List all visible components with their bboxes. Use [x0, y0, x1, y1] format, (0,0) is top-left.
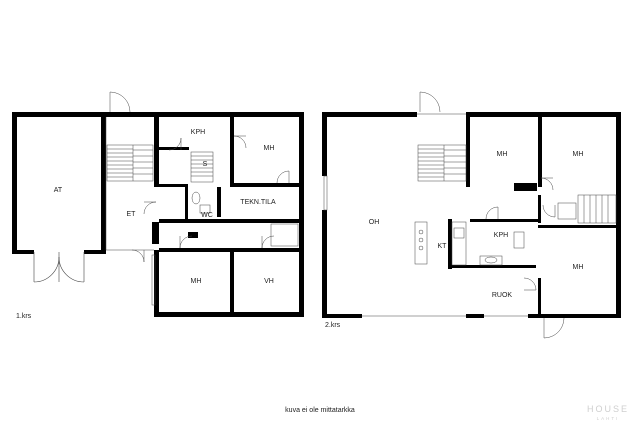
floor-1-title: 1.krs: [16, 313, 32, 320]
room-label-kph: KPH: [494, 232, 508, 239]
floor-1-walls: [106, 112, 304, 317]
floor-1-plan: AT ET KPH S MH WC TEKN.TILA MH VH 1.krs: [12, 91, 304, 320]
logo-sub-text: LAHTI: [597, 416, 620, 421]
room-label-mh-top: MH: [264, 145, 275, 152]
floor-2-details: [323, 91, 617, 339]
room-label-mh-2: MH: [573, 151, 584, 158]
house-logo: HOUSE LAHTI: [587, 404, 629, 421]
room-label-oh: OH: [369, 219, 380, 226]
room-label-vh: VH: [264, 278, 274, 285]
room-label-wc: WC: [201, 212, 213, 219]
room-label-mh-3: MH: [573, 264, 584, 271]
disclaimer-note: kuva ei ole mittatarkka: [285, 407, 355, 414]
room-label-mh-bottom: MH: [191, 278, 202, 285]
garage: [12, 112, 106, 254]
room-label-kt: KT: [438, 243, 448, 250]
room-label-mh-1: MH: [497, 151, 508, 158]
room-label-at: AT: [54, 187, 63, 194]
logo-main-text: HOUSE: [587, 404, 629, 414]
room-label-ruok: RUOK: [492, 292, 513, 299]
floor-1-details: [105, 91, 299, 306]
floor-1-labels: AT ET KPH S MH WC TEKN.TILA MH VH 1.krs: [16, 129, 276, 320]
room-label-et: ET: [127, 211, 137, 218]
room-label-s: S: [203, 161, 208, 168]
garage-doors: [33, 252, 85, 283]
room-label-tekn: TEKN.TILA: [240, 199, 276, 206]
floor-2-plan: OH KT KPH RUOK MH MH MH 2.krs: [322, 91, 621, 339]
floor-2-title: 2.krs: [325, 322, 341, 329]
floor-2-walls: [322, 112, 621, 318]
floor-2-labels: OH KT KPH RUOK MH MH MH 2.krs: [325, 151, 583, 329]
room-label-kph: KPH: [191, 129, 205, 136]
